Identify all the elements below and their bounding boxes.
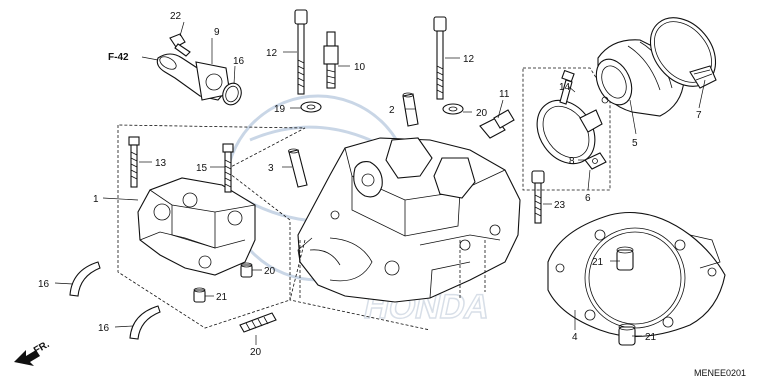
dowel-pin-21b	[618, 323, 636, 346]
cylinder-head	[289, 137, 521, 331]
dowel-pin-21a	[616, 246, 634, 271]
bolt-22	[169, 33, 191, 57]
guide-2	[402, 92, 419, 127]
screw-14	[559, 69, 575, 105]
callout-13: 13	[155, 158, 167, 169]
front-direction-marker: FR.	[14, 339, 52, 366]
callout-7: 7	[696, 110, 702, 121]
callout-17a: 19	[274, 104, 286, 115]
dowel-pin-20a	[240, 262, 253, 278]
callout-1: 1	[93, 194, 99, 205]
callout-12b: 12	[463, 54, 475, 65]
bolt-13	[128, 136, 140, 188]
bolt-15	[222, 143, 234, 193]
drawing-code: MENEE0201	[694, 368, 746, 378]
band-group-outline	[522, 67, 611, 191]
callout-5: 5	[632, 138, 638, 149]
callout-2: 2	[389, 105, 395, 116]
bolt-12a	[294, 9, 308, 95]
callout-19: 20	[250, 347, 262, 358]
callout-3: 3	[268, 163, 274, 174]
callout-4: 4	[572, 332, 578, 343]
callout-14: 14	[559, 82, 571, 93]
callout-20b: 21	[216, 292, 228, 303]
semicircle-plug-16a	[69, 261, 101, 297]
callout-8: 8	[569, 156, 575, 167]
camshaft-holder	[137, 177, 256, 276]
stud-bolt-19	[239, 312, 277, 333]
callout-23: 23	[554, 200, 566, 211]
insulator-pipe	[156, 53, 231, 101]
reference-label: F-42	[108, 52, 129, 63]
insulator-band-6	[536, 99, 603, 165]
o-ring-18	[222, 82, 242, 106]
callout-21a: 21	[592, 257, 604, 268]
callout-16b: 16	[98, 323, 110, 334]
callout-6: 6	[585, 193, 591, 204]
callout-17b: 20	[476, 108, 488, 119]
nut-8	[584, 152, 607, 170]
leader-lines	[54, 21, 706, 345]
callout-21b: 21	[645, 332, 657, 343]
temperature-sensor-11	[479, 109, 515, 139]
semicircle-plug-16b	[129, 305, 161, 340]
callout-16a: 16	[38, 279, 50, 290]
washer-17a	[300, 101, 322, 113]
callout-20a: 20	[264, 266, 276, 277]
clamp-band-7	[649, 17, 717, 89]
callout-11: 11	[499, 89, 510, 100]
washer-17b	[442, 103, 464, 115]
callout-18: 16	[233, 56, 245, 67]
front-label: FR.	[32, 339, 52, 357]
bolt-23	[531, 170, 545, 224]
holder-group-outline	[117, 124, 306, 329]
dowel-pin-20b	[193, 287, 206, 303]
callout-15: 15	[196, 163, 208, 174]
spark-plug-10	[323, 31, 339, 89]
callout-22: 22	[170, 11, 182, 22]
callouts: 22 9 16 12 10 19 12 2 20 11 3 13 15 1 16…	[38, 11, 702, 358]
bolt-12b	[433, 16, 447, 100]
callout-10: 10	[354, 62, 366, 73]
guide-3	[288, 148, 308, 188]
callout-9: 9	[214, 27, 220, 38]
callout-12a: 12	[266, 48, 278, 59]
head-gasket-4	[547, 212, 726, 337]
